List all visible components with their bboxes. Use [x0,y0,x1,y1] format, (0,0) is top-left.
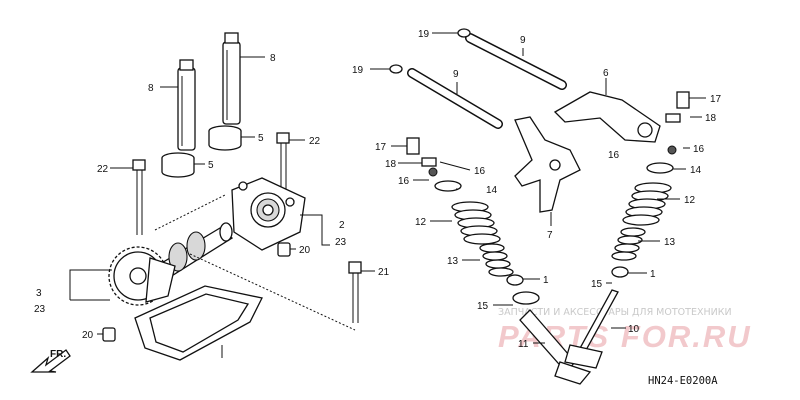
seal-ring-upper [208,125,242,151]
callout-16-right-a: 16 [608,150,620,161]
valve-stack-left [406,137,592,385]
rocker-bracket [514,116,581,213]
callouts: 8 8 5 5 22 22 2 23 20 3 23 20 21 19 19 9… [34,29,722,350]
valve-spring-inner-left [479,243,514,277]
rocker-arm [553,91,661,143]
cam-gear [108,246,176,306]
callout-9-upper: 9 [520,35,526,46]
callout-20-lower: 20 [82,330,94,341]
callout-3: 3 [36,288,42,299]
callout-17-left: 17 [375,142,387,153]
callout-22-right: 22 [309,136,321,147]
front-direction-marker: FR. [30,349,71,373]
locating-lines [154,194,356,331]
callout-15-left: 15 [477,301,489,312]
callout-5-upper: 5 [258,133,264,144]
valve-spring-outer-left [451,201,501,245]
callout-12-left: 12 [415,217,427,228]
dowel-pin-upper [277,242,291,257]
callout-23-left: 23 [34,304,46,315]
watermark-tagline: ЗАПЧАСТИ И АКСЕССУАРЫ ДЛЯ МОТОТЕХНИКИ [498,307,732,318]
callout-8-right: 8 [270,53,276,64]
leader-lines [69,32,706,358]
bolt-left-22 [132,159,146,235]
front-label: FR. [50,349,66,360]
pushrod-lower [407,68,503,129]
camshaft-holder [231,177,306,251]
callout-8-left: 8 [148,83,154,94]
callout-2: 2 [339,220,345,231]
callout-1-left: 1 [543,275,549,286]
callout-14-left: 14 [486,185,498,196]
pushrod-upper [465,33,567,90]
callout-16-left-b: 16 [474,166,486,177]
callout-18-left: 18 [385,159,397,170]
callout-13-right: 13 [664,237,676,248]
pushrod-tube-left [177,59,196,151]
callout-15-right: 15 [591,279,603,290]
callout-5-lower: 5 [208,160,214,171]
callout-22-left: 22 [97,164,109,175]
callout-9-lower: 9 [453,69,459,80]
seal-ring-lower [161,152,195,178]
callout-19-upper: 19 [418,29,430,40]
dowel-pin-lower [102,327,116,342]
callout-16-right-b: 16 [693,144,705,155]
callout-17-right: 17 [710,94,722,105]
pushrod-tube-right [222,32,241,125]
callout-1-right: 1 [650,269,656,280]
callout-20-upper: 20 [299,245,311,256]
callout-21: 21 [378,267,390,278]
callout-7: 7 [547,230,553,241]
gasket [134,285,263,361]
callout-18-right: 18 [705,113,717,124]
o-ring-lower [389,64,403,74]
callout-12-right: 12 [684,195,696,206]
bolt-21 [348,261,362,323]
callout-6: 6 [603,68,609,79]
valve-stack-right [564,91,690,369]
drawing-code: HN24-E0200A [648,375,718,387]
callout-13-left: 13 [447,256,459,267]
valve-spring-outer-right [622,182,672,226]
callout-23-right: 23 [335,237,347,248]
valve-spring-inner-right [611,227,646,261]
callout-16-left-a: 16 [398,176,410,187]
o-ring-upper [457,28,471,38]
callout-10: 10 [628,324,640,335]
callout-19-lower: 19 [352,65,364,76]
callout-11: 11 [518,339,529,350]
callout-14-right: 14 [690,165,702,176]
